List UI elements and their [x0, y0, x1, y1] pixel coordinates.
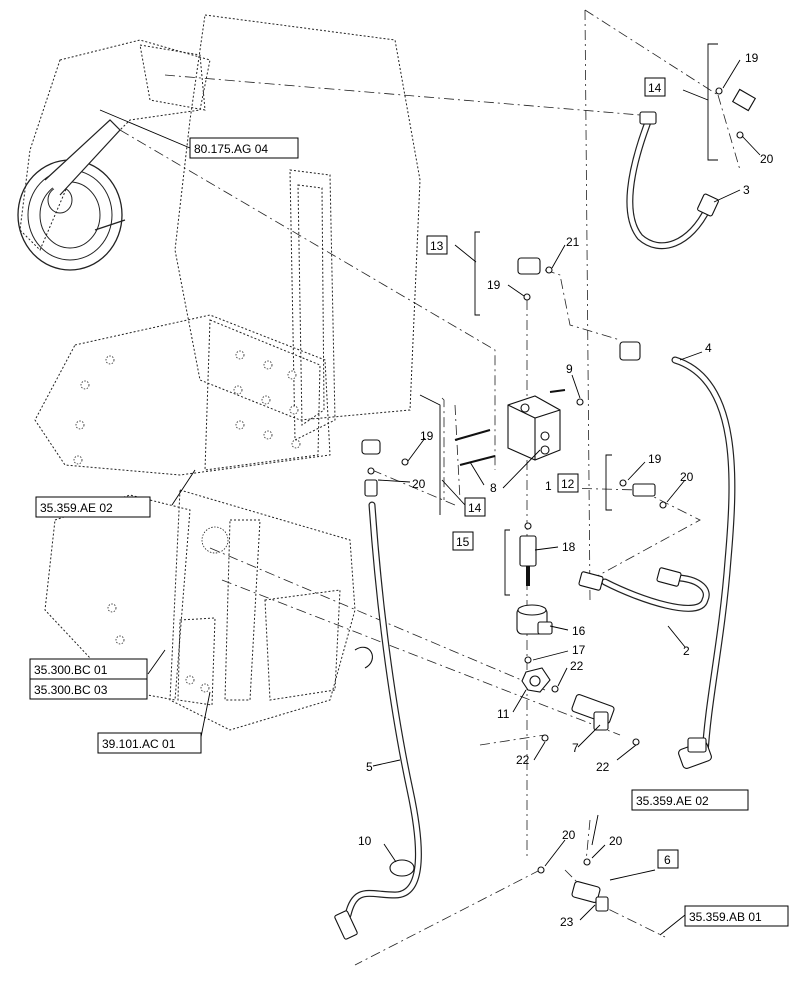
hose-end-4 [687, 737, 707, 753]
boxed-item-14-top: 14 [644, 77, 666, 97]
connection-lines [119, 9, 741, 966]
callout-8: 8 [490, 481, 497, 495]
svg-text:14: 14 [648, 81, 662, 95]
boxed-item-13: 13 [426, 235, 448, 255]
svg-text:39.101.AC 01: 39.101.AC 01 [102, 737, 176, 751]
callout-20: 20 [562, 828, 576, 842]
callout-10: 10 [358, 834, 372, 848]
callout-7: 7 [572, 741, 579, 755]
clamp-10 [389, 859, 415, 877]
fittings [334, 87, 757, 940]
callout-1: 1 [545, 479, 552, 493]
reference-39-101-ac-01[interactable]: 39.101.AC 01 [97, 732, 202, 754]
callout-5: 5 [366, 760, 373, 774]
svg-text:80.175.AG 04: 80.175.AG 04 [194, 142, 268, 156]
svg-text:35.359.AE 02: 35.359.AE 02 [636, 794, 709, 808]
reference-80-175-ag-04[interactable]: 80.175.AG 04 [189, 137, 299, 159]
callout-17: 17 [572, 643, 586, 657]
cartridge-valve-15 [519, 522, 537, 586]
callout-20: 20 [609, 834, 623, 848]
seal-17 [524, 656, 532, 664]
hose-end-5 [334, 910, 358, 940]
svg-text:14: 14 [468, 501, 482, 515]
callout-21: 21 [566, 235, 580, 249]
group-brackets [419, 43, 718, 596]
callout-22: 22 [516, 753, 530, 767]
svg-text:13: 13 [430, 239, 444, 253]
clip [354, 646, 373, 669]
callout-20: 20 [680, 470, 694, 484]
callout-11: 11 [497, 707, 510, 721]
reference-35-300-bc-01[interactable]: 35.300.BC 01 [29, 658, 148, 680]
valve-block-1 [454, 389, 584, 466]
elbow-fitting-14-left [361, 439, 409, 497]
svg-text:15: 15 [456, 535, 470, 549]
callout-3: 3 [743, 183, 750, 197]
boxed-item-14-left: 14 [464, 497, 486, 517]
callout-4: 4 [705, 341, 712, 355]
svg-text:12: 12 [561, 477, 575, 491]
elbow-fitting-13 [517, 257, 553, 301]
callout-19: 19 [745, 51, 759, 65]
reference-35-359-ab-01[interactable]: 35.359.AB 01 [684, 905, 789, 927]
callout-19: 19 [648, 452, 662, 466]
coil-16 [516, 604, 553, 635]
callout-16: 16 [572, 624, 586, 638]
plate-holes [73, 350, 301, 693]
callout-23: 23 [560, 915, 574, 929]
callout-numbers: 19 20 3 21 19 4 9 19 20 19 20 1 8 18 16 … [358, 51, 774, 929]
svg-text:35.300.BC 01: 35.300.BC 01 [34, 663, 108, 677]
nut-11 [521, 667, 559, 693]
hoses [344, 118, 736, 919]
callout-18: 18 [562, 540, 576, 554]
pulley-wheel [17, 119, 126, 271]
callout-22: 22 [596, 760, 610, 774]
callout-22: 22 [570, 659, 584, 673]
callout-9: 9 [566, 362, 573, 376]
boxed-item-6: 6 [657, 849, 679, 869]
callout-20: 20 [412, 477, 426, 491]
machine-frame-illustration [17, 14, 421, 731]
reference-35-359-ae-02-left[interactable]: 35.359.AE 02 [35, 496, 151, 518]
fitting-12 [619, 479, 667, 509]
callout-19: 19 [487, 278, 501, 292]
elbow-fitting-upper-right [639, 87, 757, 217]
svg-text:35.359.AE 02: 35.359.AE 02 [40, 501, 113, 515]
hose-end-2b [656, 567, 682, 587]
svg-text:35.300.BC 03: 35.300.BC 03 [34, 683, 108, 697]
reference-35-359-ae-02-right[interactable]: 35.359.AE 02 [631, 789, 749, 811]
tee-fitting-7 [541, 693, 640, 746]
callout-20: 20 [760, 152, 774, 166]
callout-19: 19 [420, 429, 434, 443]
hose-end-2a [578, 571, 604, 591]
tee-fitting-23 [537, 858, 609, 912]
boxed-item-15: 15 [452, 531, 474, 551]
boxed-item-12: 12 [557, 473, 579, 493]
callout-2: 2 [683, 644, 690, 658]
leader-lines [99, 59, 761, 936]
reference-35-300-bc-03[interactable]: 35.300.BC 03 [29, 678, 148, 700]
svg-text:35.359.AB 01: 35.359.AB 01 [689, 910, 762, 924]
hose-end-4-top [619, 341, 641, 361]
svg-text:6: 6 [664, 853, 671, 867]
